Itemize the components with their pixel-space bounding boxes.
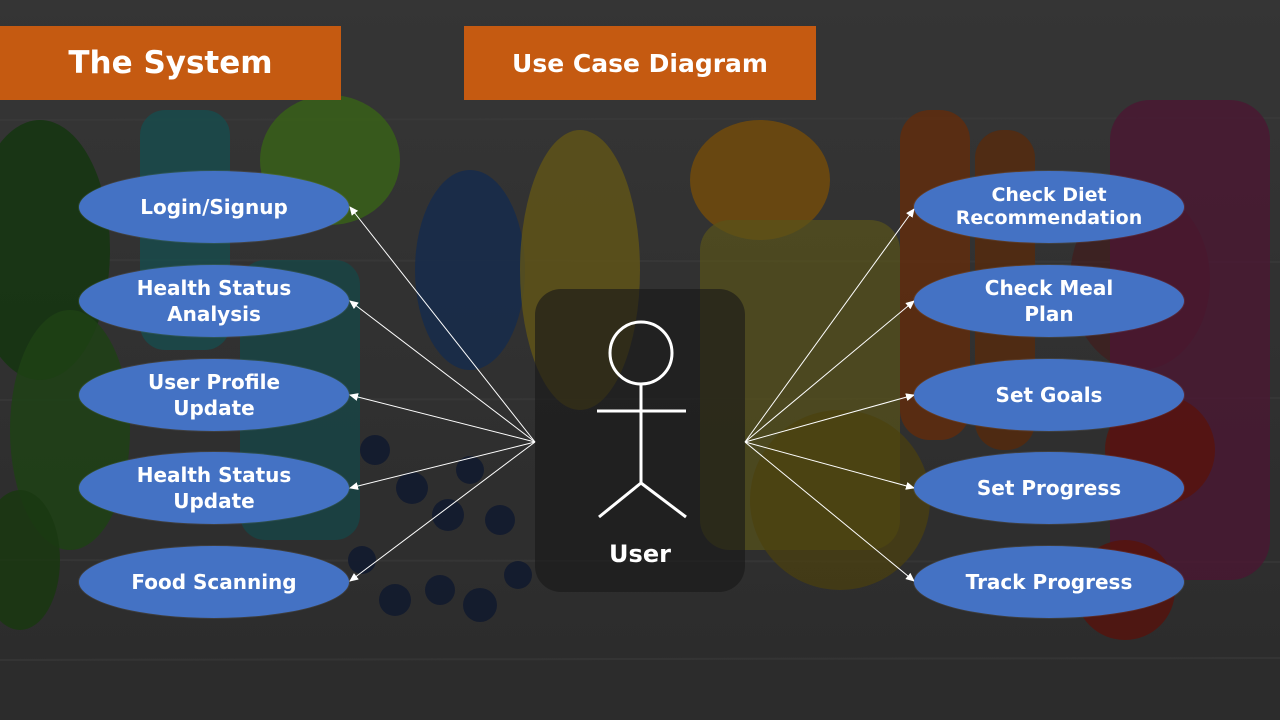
use-case-line: Plan [1024,302,1074,326]
use-case-set-goals: Set Goals [914,359,1184,431]
use-case-line: Set Goals [995,383,1103,407]
use-case-line: Set Progress [976,476,1122,500]
use-case-login-signup: Login/Signup [79,171,349,243]
page-title: The System [0,26,341,100]
use-case-line: Update [173,396,255,420]
title-text: The System [68,45,273,81]
use-case-line: Health Status [136,276,292,300]
use-case-track-progress: Track Progress [914,546,1184,618]
use-case-line: Analysis [167,302,261,326]
use-case-line: Update [173,489,255,513]
use-case-line: Health Status [136,463,292,487]
use-case-food-scanning: Food Scanning [79,546,349,618]
use-case-set-progress: Set Progress [914,452,1184,524]
subtitle-text: Use Case Diagram [512,48,768,78]
use-case-line: Track Progress [965,570,1133,594]
use-case-line: Recommendation [955,207,1143,229]
diagram-subtitle: Use Case Diagram [464,26,816,100]
use-case-line: Check Diet [991,184,1107,206]
actor-label: User [609,540,671,568]
use-case-line: Food Scanning [131,570,297,594]
use-case-line: Check Meal [984,276,1114,300]
use-case-line: User Profile [147,370,281,394]
use-case-line: Login/Signup [140,195,288,219]
